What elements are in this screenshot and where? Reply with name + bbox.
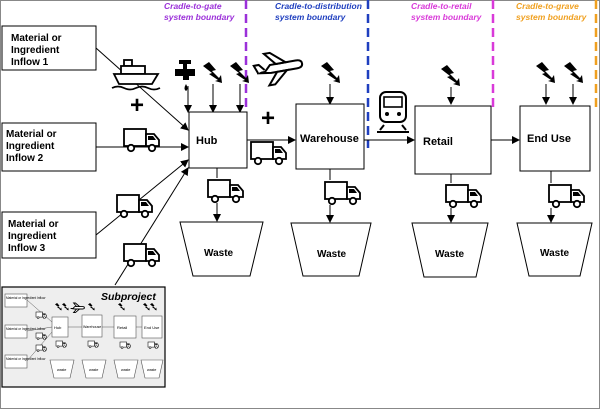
- grave-boundary-label-line1: Cradle-to-grave: [516, 1, 579, 11]
- inflow-2-box: [1, 122, 97, 172]
- subproject-panel: Subproject Material or Ingredient Inflow…: [1, 286, 166, 388]
- inflow-3-line3: Inflow 3: [8, 243, 46, 254]
- end-use-label: End Use: [527, 133, 571, 145]
- subproject-mini-inflow-2: Material or Ingredient Inflow: [6, 327, 46, 331]
- train-icon: [377, 91, 409, 133]
- inflow-1-box: [1, 25, 97, 71]
- subproject-mini-airplane-icon: [70, 302, 85, 314]
- subproject-mini-inflow-3: Material or Ingredient Inflow: [6, 357, 46, 361]
- end-use-box: [519, 105, 591, 172]
- gate-boundary-label-line1: Cradle-to-gate: [164, 1, 222, 11]
- inflow-2-line3: Inflow 2: [6, 153, 44, 164]
- inflow-1-line1: Material or: [11, 33, 62, 44]
- hub-label: Hub: [196, 135, 218, 147]
- subproject-title: Subproject: [101, 291, 156, 303]
- subproject-mini-waste-3: waste: [121, 368, 130, 372]
- distribution-boundary-label-line2: system boundary: [275, 12, 347, 22]
- hub-waste-label: Waste: [204, 248, 234, 259]
- subproject-mini-hub: Hub: [54, 325, 62, 330]
- hub-waste-bin: [179, 221, 264, 277]
- subproject-mini-waste-4: waste: [147, 368, 156, 372]
- inflow-1-arrow: [95, 47, 189, 131]
- inflow-3-arrow: [95, 159, 189, 236]
- gate-boundary-label-line2: system boundary: [164, 12, 236, 22]
- end-use-waste-bin: [516, 222, 593, 277]
- retail-boundary-label-line1: Cradle-to-retail: [411, 1, 472, 11]
- warehouse-label: Warehouse: [300, 133, 359, 145]
- inflow-2-line2: Ingredient: [6, 141, 55, 152]
- inflow-3-box: [1, 211, 97, 259]
- subproject-mini-waste-2: waste: [89, 368, 98, 372]
- inflow-3-line1: Material or: [8, 219, 59, 230]
- subproject-mini-end-use: End Use: [144, 325, 160, 330]
- ship-icon: [111, 59, 161, 91]
- inflow-1-line3: Inflow 1: [11, 57, 49, 68]
- retail-boundary-label-line2: system boundary: [411, 12, 483, 22]
- subproject-mini-waste-1: waste: [57, 368, 66, 372]
- water-tap-icon: [175, 60, 195, 91]
- subproject-mini-retail: Retail: [117, 325, 127, 330]
- airplane-icon: [252, 51, 304, 87]
- subproject-mini-inflow-1: Material or Ingredient Inflow: [6, 296, 46, 300]
- retail-box: [414, 105, 492, 175]
- retail-waste-label: Waste: [435, 249, 465, 260]
- end-use-waste-label: Waste: [540, 248, 570, 259]
- retail-waste-bin: [411, 222, 489, 278]
- subproject-mini-warehouse: Warehouse: [83, 325, 101, 329]
- retail-label: Retail: [423, 136, 453, 148]
- distribution-boundary-label-line1: Cradle-to-distribution: [275, 1, 362, 11]
- hub-box: [188, 111, 248, 169]
- inflow-3-line2: Ingredient: [8, 231, 57, 242]
- inflow-2-line1: Material or: [6, 129, 57, 140]
- inflow-1-line2: Ingredient: [11, 45, 60, 56]
- plus-sign-2: +: [261, 105, 275, 132]
- warehouse-waste-bin: [290, 222, 372, 277]
- plus-sign-1: +: [130, 92, 144, 119]
- grave-boundary-label-line2: system boundary: [516, 12, 588, 22]
- subproject-arrow: [114, 167, 189, 286]
- warehouse-waste-label: Waste: [317, 249, 347, 260]
